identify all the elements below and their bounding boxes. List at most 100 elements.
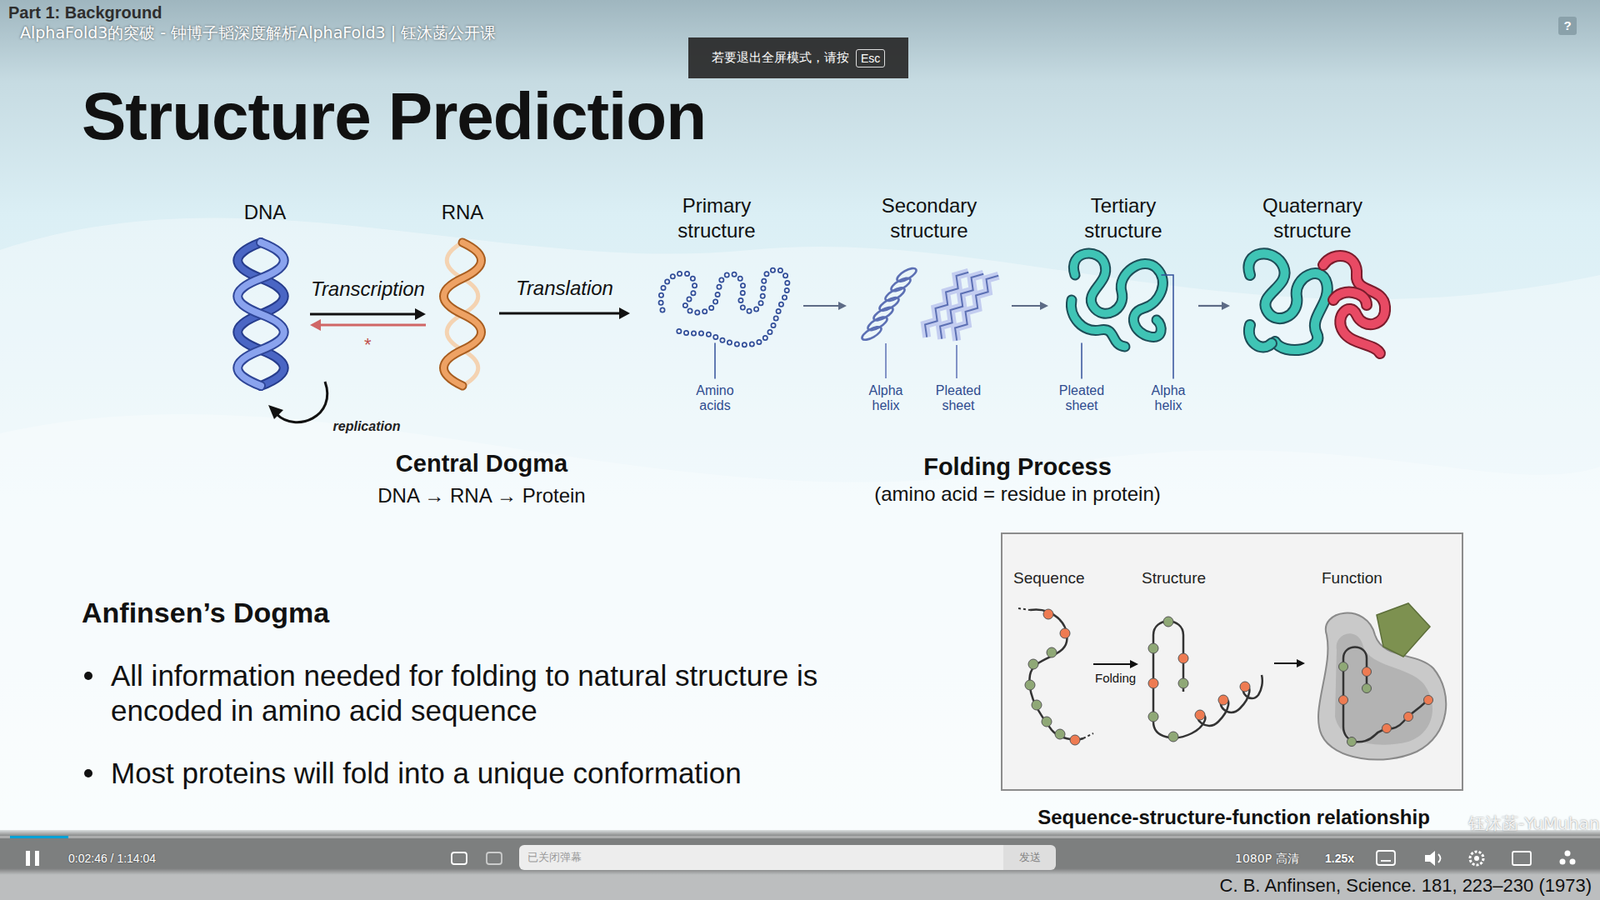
structure-stage: Tertiary structurePleated sheetAlpha hel… xyxy=(1051,193,1195,419)
player-icons xyxy=(451,852,467,865)
functional-protein xyxy=(1347,737,1357,747)
input-placeholder: 已关闭弹幕 xyxy=(519,845,1004,870)
folded-structure xyxy=(1148,678,1159,689)
fullscreen-tooltip: 若要退出全屏模式，请按 Esc xyxy=(688,37,909,79)
sequence-chain xyxy=(1018,608,1030,610)
functional-protein xyxy=(1362,667,1372,677)
dna-helix xyxy=(237,242,285,386)
folded-structure xyxy=(1148,616,1263,742)
edge-label: Transcription xyxy=(310,277,425,302)
part-label: Alpha helix xyxy=(1142,383,1195,414)
functional-protein xyxy=(1339,662,1434,747)
panel-heading: Sequence xyxy=(1013,567,1085,590)
tertiary-fold xyxy=(1070,253,1174,379)
subheading: DNA → RNA → Protein xyxy=(331,484,632,508)
player-icons xyxy=(1560,859,1566,865)
player-icons xyxy=(1474,855,1480,861)
dna-helix xyxy=(237,242,285,386)
amino-acid-chain xyxy=(660,270,788,345)
folded-structure xyxy=(1218,695,1229,705)
folding-arrow xyxy=(1011,301,1049,310)
player-bar xyxy=(10,835,69,839)
sequence-chain xyxy=(1025,680,1035,690)
video-title: AlphaFold3的突破 - 钟博子韬深度解析AlphaFold3 | 钰沐菡… xyxy=(20,22,662,43)
section-heading: Folding Process xyxy=(859,452,1176,481)
quality-label: 1080P 高清 xyxy=(1235,851,1300,865)
folded-structure xyxy=(1168,731,1179,742)
panel-stage: Function xyxy=(1308,567,1457,776)
quaternary-complex xyxy=(1249,325,1272,347)
sequence-chain xyxy=(1060,628,1070,639)
sequence-chain xyxy=(1031,700,1042,710)
amino-acid-chain xyxy=(660,270,788,379)
tertiary-fold xyxy=(1070,300,1125,347)
functional-protein xyxy=(1318,603,1446,760)
dna-helix xyxy=(237,242,285,386)
part-label: Amino acids xyxy=(689,383,741,414)
flow-arrow xyxy=(1093,660,1139,669)
replication-loop xyxy=(276,381,328,423)
connector-line xyxy=(1274,662,1299,665)
arrowhead xyxy=(310,319,321,331)
sequence-chain xyxy=(1046,647,1057,658)
watermark: 钰沐菡-YuMuhan xyxy=(1468,813,1600,834)
connector-line xyxy=(310,313,418,316)
functional-protein xyxy=(1339,695,1349,705)
section-label: Part 1: Background xyxy=(8,2,162,23)
replication-label: replication xyxy=(326,418,407,435)
player-icons xyxy=(1470,851,1484,865)
folding-arrow xyxy=(803,301,847,310)
stage-heading: Tertiary structure xyxy=(1069,193,1178,244)
player-bar xyxy=(0,835,1600,839)
player-icons xyxy=(25,850,30,866)
arrowhead xyxy=(415,308,426,320)
functional-protein xyxy=(1362,684,1372,694)
dna-helix xyxy=(237,242,285,386)
quaternary-complex xyxy=(1248,253,1327,350)
arrowhead xyxy=(1130,660,1139,669)
arrowhead xyxy=(838,301,847,310)
quaternary-complex xyxy=(1333,292,1367,305)
edge-label: * xyxy=(364,334,372,356)
arrowhead xyxy=(1040,301,1049,310)
tooltip-text: 若要退出全屏模式，请按 xyxy=(711,50,850,66)
connector-line xyxy=(1198,305,1224,307)
folded-structure xyxy=(1163,616,1174,627)
quaternary-complex xyxy=(1333,292,1367,305)
key-text: Esc xyxy=(860,51,880,65)
stage-heading: DNA xyxy=(223,200,307,225)
figure-box: Sequence-structure-function relationship… xyxy=(1000,532,1464,791)
sequence-chain xyxy=(1029,609,1084,740)
background-wave xyxy=(0,218,1600,900)
folded-structure xyxy=(1178,678,1189,689)
player-icons xyxy=(1425,850,1435,866)
folded-structure xyxy=(1195,710,1205,720)
folded-structure xyxy=(1240,681,1250,692)
alpha-helix-coil xyxy=(885,343,887,379)
pleated-sheet xyxy=(955,275,999,341)
bullet-text: All information needed for folding to na… xyxy=(110,658,845,729)
bullet-dot xyxy=(84,671,93,680)
quaternary-complex xyxy=(1323,255,1385,354)
dna-helix xyxy=(237,242,285,386)
flow-arrow xyxy=(1274,659,1305,668)
rna-strand xyxy=(444,242,482,386)
structure-stage: Secondary structureAlpha helixPleated sh… xyxy=(850,193,1009,419)
replication-loop xyxy=(268,405,284,420)
alpha-helix-coil xyxy=(895,265,919,285)
help-icon: ? xyxy=(1558,16,1577,35)
transcription-arrow xyxy=(310,308,426,320)
folded-structure xyxy=(1178,653,1189,664)
figure-panel xyxy=(1000,532,1464,791)
connector-line xyxy=(1093,663,1132,665)
rna-stage: RNA xyxy=(429,193,496,419)
button-text: 发送 xyxy=(1003,845,1056,870)
pleated-sheet xyxy=(955,345,958,379)
panel-heading: Structure xyxy=(1141,567,1206,590)
functional-protein xyxy=(1424,695,1434,705)
player-bar xyxy=(0,830,1600,900)
connector-line xyxy=(499,312,622,315)
quaternary-complex xyxy=(1248,253,1327,350)
pleated-sheet xyxy=(955,275,999,341)
